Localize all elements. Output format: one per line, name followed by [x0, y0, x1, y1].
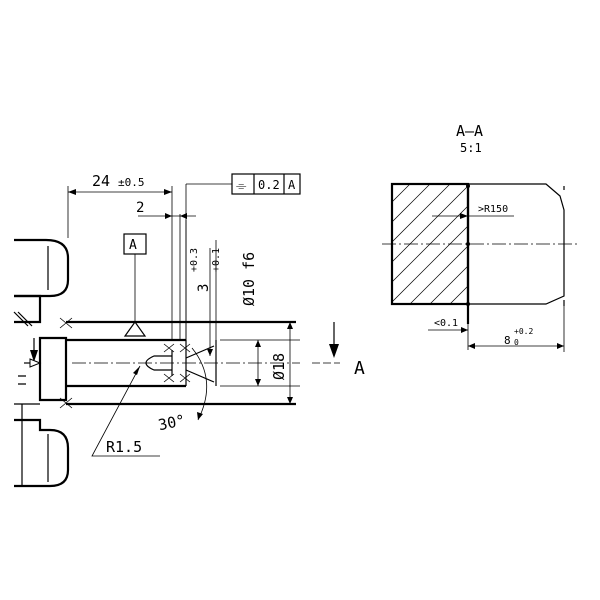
section-scale: 5:1 [460, 141, 482, 155]
section-view: >R150 <0.1 8 +0.2 0 [382, 182, 580, 352]
dim-2-value: 2 [136, 200, 144, 216]
dim-30deg: 30° [157, 347, 208, 434]
radius-note: >R150 [478, 204, 508, 215]
section-title: A–A [456, 122, 483, 140]
dim-3-tol-upper: +0.3 [189, 248, 200, 272]
dim-24-tol: ±0.5 [118, 176, 145, 189]
angle-label: 30° [157, 411, 187, 434]
dim-8-tol-upper: +0.2 [514, 327, 533, 336]
section-header: A–A 5:1 [456, 122, 483, 155]
datum-a: A [123, 233, 147, 337]
section-arrow: A [312, 322, 365, 379]
hatching [392, 184, 468, 304]
dim-d10: Ø10 f6 [220, 252, 300, 387]
dim-2: 2 [136, 200, 196, 340]
tol-note: <0.1 [434, 318, 458, 329]
dim-24: 24 ±0.5 [67, 172, 173, 340]
left-arrows [24, 338, 42, 368]
radius-label: R1.5 [106, 438, 142, 456]
gdt-symbol: ⌯ [236, 179, 247, 194]
datum-label: A [129, 238, 137, 253]
dim-d10-value: Ø10 f6 [240, 252, 258, 306]
dim-3: 3 +0.3 +0.1 [185, 220, 222, 356]
gdt-frame: ⌯ 0.2 A [185, 173, 301, 340]
dim-8-tol-lower: 0 [514, 338, 519, 347]
dim-24-value: 24 [92, 172, 110, 190]
dim-d18: Ø18 [270, 322, 293, 404]
dim-8-value: 8 [504, 334, 511, 347]
section-label: A [354, 358, 365, 379]
dim-d18-value: Ø18 [270, 353, 288, 380]
dim-3-value: 3 [196, 284, 212, 292]
gdt-datum: A [288, 178, 296, 192]
pin-body [59, 317, 296, 409]
part-outline [13, 238, 70, 488]
radius-leader: R1.5 [91, 365, 160, 457]
dim-3-tol-lower: +0.1 [211, 248, 222, 272]
gdt-tolerance: 0.2 [258, 178, 280, 192]
